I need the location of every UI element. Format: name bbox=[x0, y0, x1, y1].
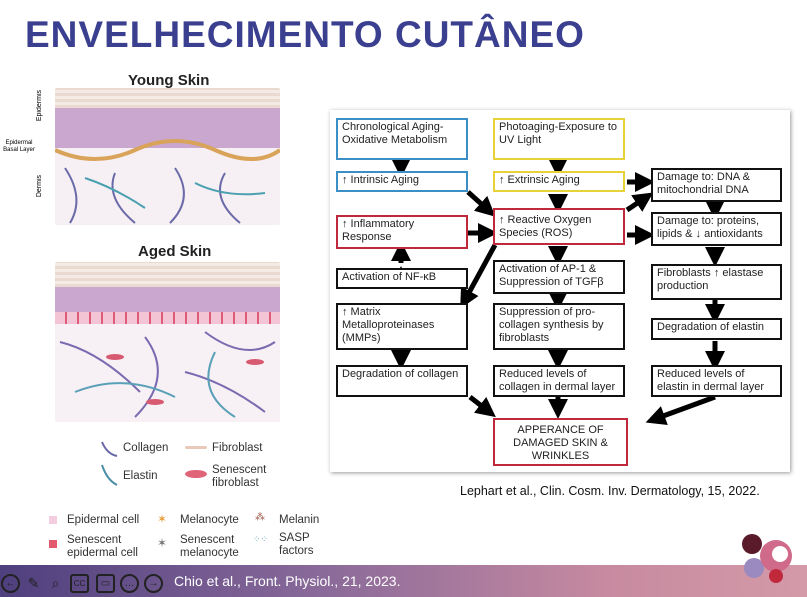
young-skin-heading: Young Skin bbox=[128, 72, 210, 89]
epidermal-cell-icon bbox=[49, 516, 57, 524]
camera-button[interactable]: ▭ bbox=[96, 574, 115, 593]
captions-button[interactable]: CC bbox=[70, 574, 89, 593]
legend-sasp-factors: SASP factors bbox=[279, 532, 314, 557]
basal-layer-label: Epidermal Basal Layer bbox=[3, 140, 35, 153]
legend-epidermal-cell: Epidermal cell bbox=[67, 514, 140, 526]
damaged-skin-box: APPERANCE OF DAMAGED SKIN & WRINKLES bbox=[493, 418, 628, 466]
senescent-fibroblast-icon bbox=[185, 470, 207, 478]
intrinsic-aging-box: ↑ Intrinsic Aging bbox=[336, 171, 468, 192]
ros-box: ↑ Reactive Oxygen Species (ROS) bbox=[493, 208, 625, 245]
illustration-legend: Collagen Fibroblast Elastin Senescent fi… bbox=[49, 440, 355, 560]
more-options-button[interactable]: … bbox=[120, 574, 139, 593]
dna-damage-box: Damage to: DNA & mitochondrial DNA bbox=[651, 168, 782, 202]
aged-skin-illustration bbox=[55, 262, 280, 422]
legend-senescent-fibroblast: Senescent fibroblast bbox=[212, 464, 267, 489]
mmp-box: ↑ Matrix Metalloproteinases (MMPs) bbox=[336, 303, 468, 350]
legend-collagen: Collagen bbox=[123, 442, 169, 454]
procollagen-suppression-box: Suppression of pro-collagen synthesis by… bbox=[493, 303, 625, 350]
zoom-button[interactable]: ⌕ bbox=[51, 575, 60, 591]
legend-elastin: Elastin bbox=[123, 470, 158, 482]
previous-slide-button[interactable]: ← bbox=[1, 574, 20, 593]
illustration-citation: Chio et al., Front. Physiol., 21, 2023. bbox=[174, 573, 401, 589]
ap1-box: Activation of AP-1 & Suppression of TGFβ bbox=[493, 260, 625, 294]
sasp-icon: ⁘⁘ bbox=[253, 534, 269, 544]
dermis-label: Dermis bbox=[36, 175, 43, 198]
slide-title: ENVELHECIMENTO CUTÂNEO bbox=[25, 14, 585, 55]
elastase-box: Fibroblasts ↑ elastase production bbox=[651, 264, 782, 300]
elastin-degradation-box: Degradation of elastin bbox=[651, 318, 782, 340]
next-slide-button[interactable]: → bbox=[144, 574, 163, 593]
melanin-icon: ⁂ bbox=[255, 512, 265, 523]
chronological-aging-box: Chronological Aging-Oxidative Metabolism bbox=[336, 118, 468, 160]
legend-senescent-melanocyte: Senescent melanocyte bbox=[180, 534, 239, 559]
aging-flowchart: Chronological Aging-Oxidative Metabolism… bbox=[330, 110, 790, 472]
melanocyte-icon: ✶ bbox=[157, 512, 168, 526]
flowchart-citation: Lephart et al., Clin. Cosm. Inv. Dermato… bbox=[460, 484, 760, 498]
epidermis-label: Epidermis bbox=[36, 90, 43, 122]
senescent-melanocyte-icon: ✶ bbox=[157, 536, 168, 550]
legend-melanocyte: Melanocyte bbox=[180, 514, 239, 526]
photoaging-box: Photoaging-Exposure to UV Light bbox=[493, 118, 625, 160]
nfkb-box: Activation of NF-κB bbox=[336, 268, 468, 289]
logo-icon bbox=[742, 534, 792, 583]
aged-skin-heading: Aged Skin bbox=[138, 243, 212, 260]
extrinsic-aging-box: ↑ Extrinsic Aging bbox=[493, 171, 625, 192]
collagen-degradation-box: Degradation of collagen bbox=[336, 365, 468, 397]
legend-melanin: Melanin bbox=[279, 514, 320, 526]
legend-fibroblast: Fibroblast bbox=[212, 442, 263, 454]
young-skin-illustration bbox=[55, 88, 280, 225]
legend-senescent-epidermal-cell: Senescent epidermal cell bbox=[67, 534, 138, 559]
protein-damage-box: Damage to: proteins, lipids & ↓ antioxid… bbox=[651, 212, 782, 246]
reduced-collagen-box: Reduced levels of collagen in dermal lay… bbox=[493, 365, 625, 397]
pen-tool-button[interactable]: ✎ bbox=[27, 575, 40, 591]
inflammatory-response-box: ↑ Inflammatory Response bbox=[336, 215, 468, 249]
fibroblast-icon bbox=[185, 446, 207, 449]
reduced-elastin-box: Reduced levels of elastin in dermal laye… bbox=[651, 365, 782, 397]
senescent-epidermal-cell-icon bbox=[49, 540, 57, 548]
